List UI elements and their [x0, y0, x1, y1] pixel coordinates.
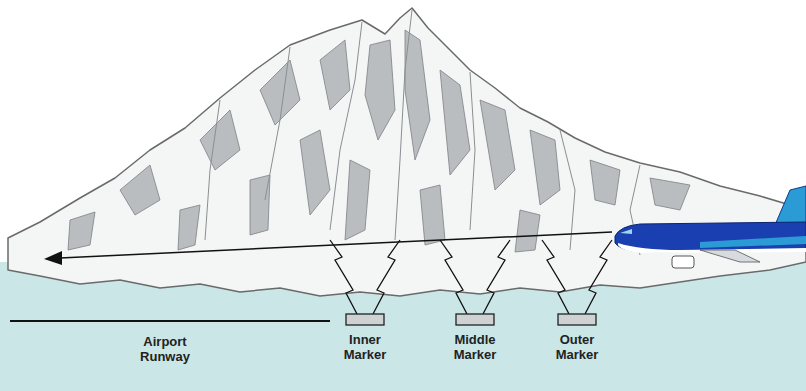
marker-label: Outer Marker: [542, 332, 612, 362]
mountain-ridges: [205, 10, 640, 255]
runway-line: [10, 320, 330, 322]
marker-label: Middle Marker: [440, 332, 510, 362]
mountain-shading: [68, 30, 690, 252]
marker-signals: [330, 240, 612, 314]
approach-arrow: [44, 232, 612, 265]
marker-label: Airport Runway: [130, 334, 200, 364]
marker-beacons: [346, 314, 596, 325]
marker-label: Inner Marker: [330, 332, 400, 362]
mountain: [8, 8, 806, 296]
airplane: [615, 186, 806, 268]
